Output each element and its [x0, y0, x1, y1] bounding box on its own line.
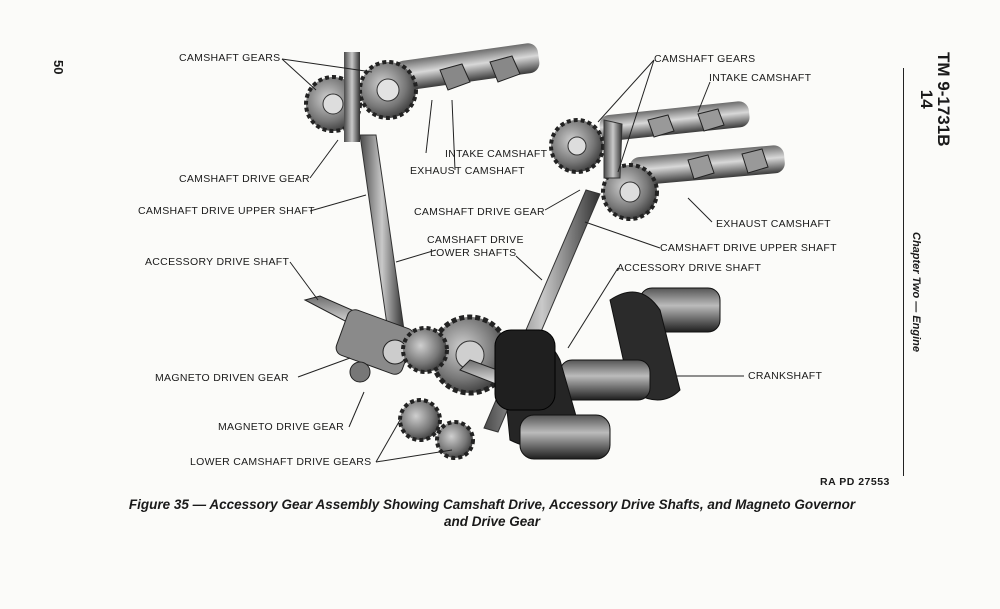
label-camshaft-drive-gear-left: CAMSHAFT DRIVE GEAR — [179, 173, 310, 185]
label-camshaft-drive-lower-line1: CAMSHAFT DRIVE — [427, 234, 524, 246]
right-intake-camshaft — [599, 101, 750, 141]
left-camshaft-gear-2 — [358, 60, 418, 120]
ra-code: RA PD 27553 — [820, 476, 890, 488]
label-camshaft-drive-upper-shaft-left: CAMSHAFT DRIVE UPPER SHAFT — [138, 205, 315, 217]
label-accessory-drive-shaft-right: ACCESSORY DRIVE SHAFT — [617, 262, 762, 274]
label-magneto-drive-gear: MAGNETO DRIVE GEAR — [218, 421, 344, 433]
label-intake-camshaft-mid: INTAKE CAMSHAFT — [445, 148, 548, 160]
accessory-drive-assembly — [303, 295, 421, 383]
figure-caption: Figure 35 — Accessory Gear Assembly Show… — [92, 496, 892, 530]
label-camshaft-drive-upper-shaft-right: CAMSHAFT DRIVE UPPER SHAFT — [660, 242, 837, 254]
label-intake-camshaft-right: INTAKE CAMSHAFT — [709, 72, 812, 84]
right-exhaust-camshaft — [629, 145, 785, 186]
label-magneto-driven-gear: MAGNETO DRIVEN GEAR — [155, 372, 289, 384]
label-camshaft-gears-left: CAMSHAFT GEARS — [179, 52, 281, 64]
side-rule — [903, 68, 904, 476]
label-exhaust-camshaft-mid: EXHAUST CAMSHAFT — [410, 165, 525, 177]
label-camshaft-drive-gear-mid: CAMSHAFT DRIVE GEAR — [414, 206, 545, 218]
label-lower-camshaft-drive-gears: LOWER CAMSHAFT DRIVE GEARS — [190, 456, 372, 468]
caption-line-2: and Drive Gear — [443, 514, 541, 529]
leader-lines — [281, 58, 744, 463]
caption-line-1: Figure 35 — Accessory Gear Assembly Show… — [128, 497, 856, 512]
crankshaft-illustration — [494, 287, 721, 460]
label-exhaust-camshaft-right: EXHAUST CAMSHAFT — [716, 218, 831, 230]
label-camshaft-gears-right: CAMSHAFT GEARS — [654, 53, 756, 65]
right-camshaft-gear-1 — [549, 118, 605, 174]
label-camshaft-drive-lower-line2: LOWER SHAFTS — [430, 247, 517, 259]
label-crankshaft: CRANKSHAFT — [748, 370, 823, 382]
label-accessory-drive-shaft-left: ACCESSORY DRIVE SHAFT — [145, 256, 290, 268]
left-intake-camshaft — [394, 43, 540, 91]
